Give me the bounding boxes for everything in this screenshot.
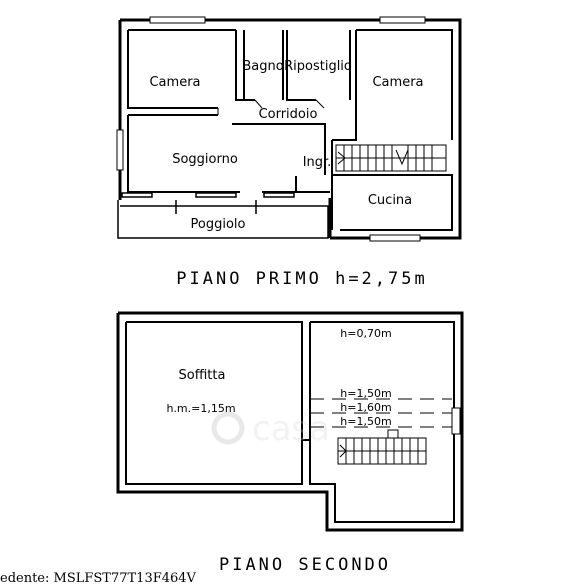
second-floor-interior-walls [125, 321, 455, 523]
first-floor-interior-walls [127, 29, 453, 231]
first-floor-title: PIANO PRIMO h=2,75m [176, 269, 427, 289]
height-label-160: h=1,60m [340, 401, 391, 414]
room-label-corridoio: Corridoio [259, 107, 318, 122]
room-label-ripostiglio: Ripostiglio [284, 59, 352, 74]
height-label-150-bottom: h=1,50m [340, 415, 391, 428]
second-floor-window [451, 407, 461, 435]
room-label-soggiorno: Soggiorno [172, 152, 238, 167]
room-label-soffitta: Soffitta [179, 368, 226, 383]
height-label-150-top: h=1,50m [340, 387, 391, 400]
room-label-ingresso: Ingr. [303, 155, 332, 170]
room-label-cucina: Cucina [368, 193, 412, 208]
watermark-logo: casa [211, 409, 330, 449]
room-label-poggiolo: Poggiolo [191, 217, 246, 232]
second-floor-staircase [337, 429, 427, 465]
first-floor-staircase [335, 144, 447, 172]
room-label-camera-left: Camera [149, 75, 200, 90]
balcony-outline [117, 192, 329, 239]
height-dashed-lines [310, 398, 452, 428]
average-height-label: h.m.=1,15m [166, 402, 235, 415]
first-floor-windows [116, 16, 426, 242]
watermark-text: casa [252, 409, 330, 449]
room-label-bagno: Bagno [242, 59, 283, 74]
cadastral-footer-text: edente: MSLFST77T13F464V [0, 571, 196, 586]
first-floor-doors [217, 99, 325, 115]
room-label-camera-right: Camera [372, 75, 423, 90]
second-floor-title: PIANO SECONDO [219, 555, 391, 575]
first-floor-plan [116, 16, 462, 242]
second-floor-plan [116, 311, 464, 532]
height-label-070: h=0,70m [340, 327, 391, 340]
second-floor-outer-walls [116, 311, 464, 532]
